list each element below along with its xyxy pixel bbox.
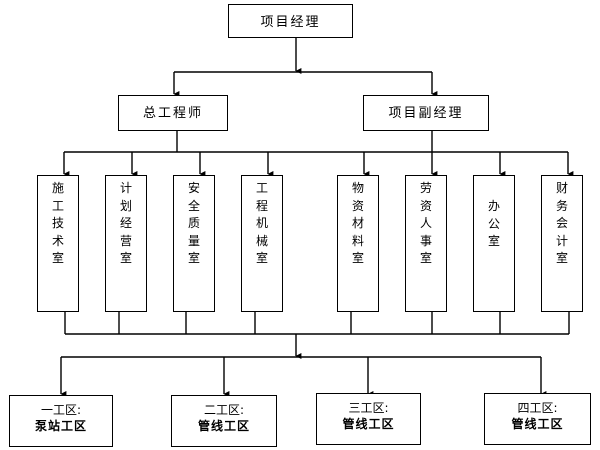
node-char: 室 (255, 251, 268, 265)
node-char: 劳 (419, 181, 432, 195)
node-labor-personnel-office: 劳 资 人 事 室 (405, 175, 447, 312)
node-char: 事 (419, 233, 432, 248)
node-project-manager: 项目经理 (228, 4, 353, 38)
node-char: 室 (51, 251, 64, 265)
node-char: 全 (187, 198, 200, 213)
node-char: 室 (119, 251, 132, 265)
node-work-zone-1: 一工区: 泵站工区 (9, 395, 113, 447)
zone-type: 管线工区 (197, 419, 250, 433)
node-char: 财 (555, 181, 568, 195)
zone-type: 管线工区 (342, 417, 395, 431)
node-char: 办 (487, 199, 500, 213)
node-char: 计 (555, 233, 568, 248)
node-char: 材 (351, 216, 364, 230)
node-planning-office: 计 划 经 营 室 (105, 175, 147, 312)
node-char: 营 (119, 233, 132, 248)
node-char: 公 (487, 216, 500, 231)
node-char: 工 (255, 181, 268, 195)
node-finance-accounting-office: 财 务 会 计 室 (541, 175, 583, 312)
zone-type: 泵站工区 (34, 419, 87, 433)
node-char: 质 (187, 216, 200, 230)
node-work-zone-2: 二工区: 管线工区 (171, 395, 277, 447)
node-char: 经 (119, 216, 132, 230)
node-char: 技 (51, 216, 64, 230)
node-label: 项目经理 (260, 15, 321, 30)
zone-name: 四工区: (517, 401, 558, 415)
node-label: 项目副经理 (388, 106, 464, 121)
node-char: 施 (51, 181, 64, 195)
node-char: 室 (351, 251, 364, 265)
node-char: 工 (51, 198, 64, 213)
node-char: 机 (255, 216, 268, 230)
node-engineering-machinery-office: 工 程 机 械 室 (241, 175, 283, 312)
node-char: 程 (255, 198, 268, 213)
node-general-office: 办 公 室 (473, 175, 515, 312)
zone-type: 管线工区 (511, 417, 564, 431)
node-char: 量 (187, 233, 200, 248)
node-char: 械 (255, 233, 268, 248)
node-chief-engineer: 总工程师 (118, 95, 228, 131)
node-work-zone-3: 三工区: 管线工区 (316, 393, 421, 445)
node-char: 室 (487, 234, 500, 248)
node-char: 室 (187, 251, 200, 265)
node-char: 料 (351, 233, 364, 248)
node-char: 术 (51, 233, 64, 248)
node-char: 资 (419, 198, 432, 213)
node-deputy-project-manager: 项目副经理 (363, 95, 489, 131)
node-char: 资 (351, 198, 364, 213)
node-construction-tech-office: 施 工 技 术 室 (37, 175, 79, 312)
node-char: 人 (419, 216, 432, 230)
node-char: 室 (419, 251, 432, 265)
node-char: 计 (119, 181, 132, 195)
node-char: 划 (119, 198, 132, 213)
node-safety-quality-office: 安 全 质 量 室 (173, 175, 215, 312)
node-materials-office: 物 资 材 料 室 (337, 175, 379, 312)
node-work-zone-4: 四工区: 管线工区 (484, 393, 591, 445)
node-char: 安 (187, 181, 200, 195)
node-char: 室 (555, 251, 568, 265)
zone-name: 二工区: (203, 403, 245, 417)
node-char: 务 (555, 198, 568, 213)
node-label: 总工程师 (142, 106, 203, 121)
node-char: 物 (351, 181, 364, 195)
node-char: 会 (555, 216, 568, 230)
zone-name: 三工区: (348, 401, 389, 415)
zone-name: 一工区: (40, 403, 82, 417)
